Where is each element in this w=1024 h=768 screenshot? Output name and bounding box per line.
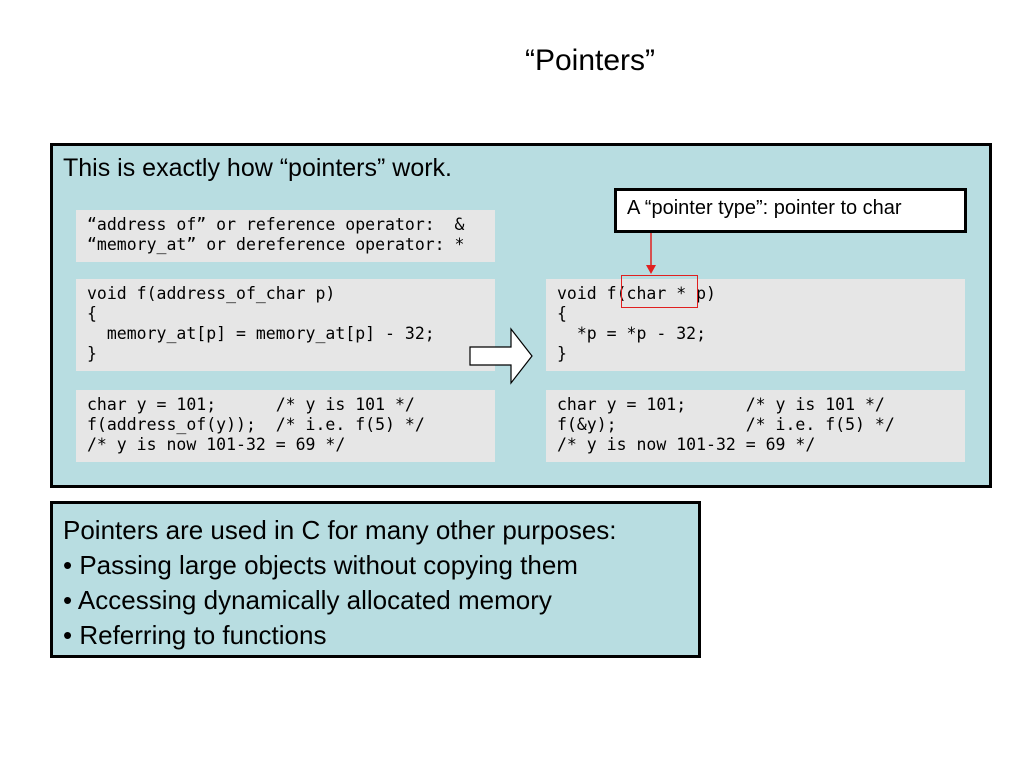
code-line: { xyxy=(557,304,567,323)
purposes-heading: Pointers are used in C for many other pu… xyxy=(63,515,617,545)
purposes-list: Pointers are used in C for many other pu… xyxy=(63,513,617,653)
right-arrow-icon xyxy=(469,327,533,385)
pointer-type-callout: A “pointer type”: pointer to char xyxy=(614,188,967,233)
main-panel-heading: This is exactly how “pointers” work. xyxy=(63,154,453,182)
code-line: /* y is now 101-32 = 69 */ xyxy=(557,435,816,454)
right-function-code-block: void f(char * p){ *p = *p - 32;} xyxy=(546,279,965,371)
code-line: char y = 101; /* y is 101 */ xyxy=(87,395,415,414)
slide-title: “Pointers” xyxy=(524,44,656,77)
code-line: /* y is now 101-32 = 69 */ xyxy=(87,435,346,454)
code-line: f(&y); /* i.e. f(5) */ xyxy=(557,415,895,434)
right-call-code-block: char y = 101; /* y is 101 */f(&y); /* i.… xyxy=(546,390,965,462)
callout-pointer-arrow-icon xyxy=(646,233,656,274)
code-line: } xyxy=(557,344,567,363)
left-call-code-block: char y = 101; /* y is 101 */f(address_of… xyxy=(76,390,495,462)
code-line: { xyxy=(87,304,97,323)
left-function-code-block: void f(address_of_char p){ memory_at[p] … xyxy=(76,279,495,371)
code-line: void f(address_of_char p) xyxy=(87,284,336,303)
code-line: “memory_at” or dereference operator: * xyxy=(87,235,465,254)
code-line: memory_at[p] = memory_at[p] - 32; xyxy=(87,324,435,343)
code-line: char y = 101; /* y is 101 */ xyxy=(557,395,885,414)
list-item: • Accessing dynamically allocated memory xyxy=(63,585,552,615)
code-line: “address of” or reference operator: & xyxy=(87,215,465,234)
list-item: • Passing large objects without copying … xyxy=(63,550,578,580)
code-line: f(address_of(y)); /* i.e. f(5) */ xyxy=(87,415,425,434)
code-line: *p = *p - 32; xyxy=(557,324,707,343)
list-item: • Referring to functions xyxy=(63,620,327,650)
main-panel: This is exactly how “pointers” work. A “… xyxy=(50,143,992,488)
bottom-panel: Pointers are used in C for many other pu… xyxy=(50,501,701,658)
operators-code-block: “address of” or reference operator: &“me… xyxy=(76,210,495,262)
main-panel-overlay xyxy=(469,233,656,385)
code-line: } xyxy=(87,344,97,363)
char-star-highlight-box xyxy=(621,275,698,308)
